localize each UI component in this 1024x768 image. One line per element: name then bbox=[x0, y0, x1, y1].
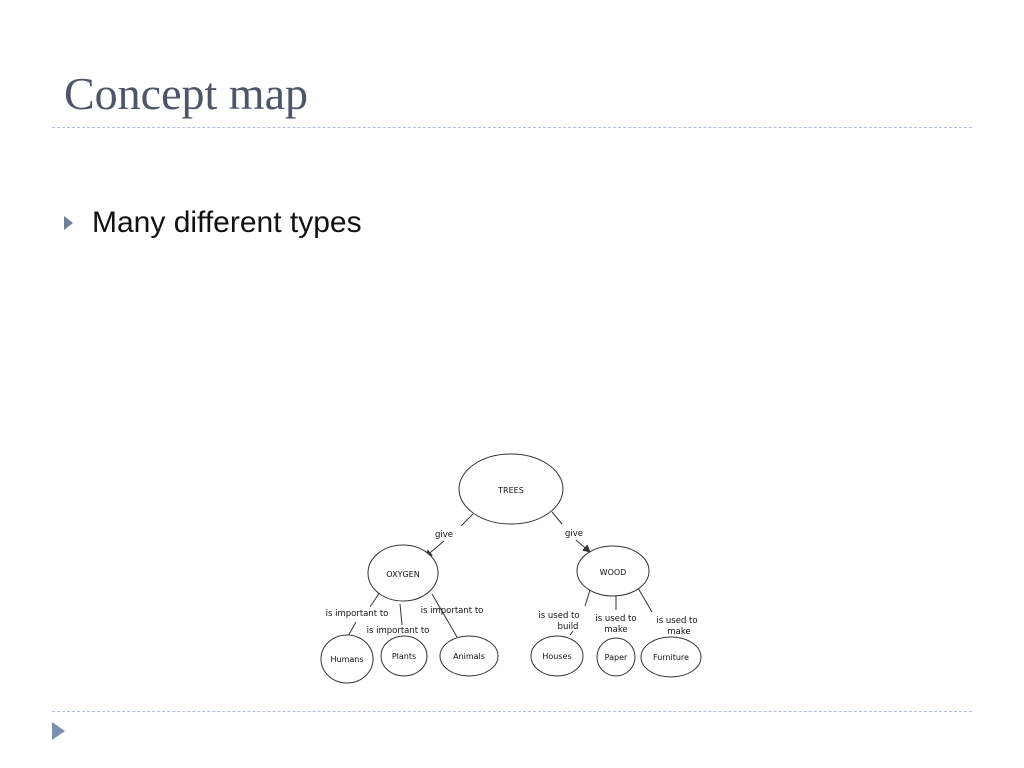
node-plants-label: Plants bbox=[392, 652, 416, 661]
node-paper-label: Paper bbox=[605, 653, 628, 662]
node-oxygen-label: OXYGEN bbox=[386, 570, 419, 579]
node-trees bbox=[458, 453, 564, 525]
edge-wood-houses-upper bbox=[584, 589, 591, 607]
node-plants bbox=[380, 635, 428, 677]
link-label-wood-houses-line2: build bbox=[558, 622, 579, 632]
link-label-wood-houses-line1: is used to bbox=[538, 611, 579, 621]
link-label-wood-paper-line2: make bbox=[604, 625, 627, 635]
edge-oxygen-animals bbox=[431, 593, 458, 638]
node-humans bbox=[320, 634, 374, 684]
slide-title: Concept map bbox=[64, 68, 308, 119]
edge-trees-wood-lower bbox=[575, 539, 591, 553]
node-houses bbox=[530, 635, 584, 677]
edge-trees-oxygen-upper bbox=[460, 513, 474, 527]
link-label-wood-furniture-line2: make bbox=[667, 627, 690, 637]
edge-wood-furniture bbox=[637, 587, 653, 613]
concept-map-diagram: TREES OXYGEN WOOD Humans Plants Animals … bbox=[300, 440, 720, 690]
node-houses-label: Houses bbox=[542, 652, 571, 661]
node-furniture-label: Furniture bbox=[653, 653, 689, 662]
link-label-trees-wood: give bbox=[565, 529, 583, 539]
link-label-wood-paper-line1: is used to bbox=[595, 614, 636, 624]
link-label-trees-oxygen: give bbox=[435, 530, 453, 540]
node-furniture bbox=[640, 636, 702, 678]
node-trees-label: TREES bbox=[497, 486, 524, 495]
node-animals bbox=[439, 635, 499, 677]
title-divider bbox=[52, 127, 972, 128]
concept-map-svg: TREES OXYGEN WOOD Humans Plants Animals … bbox=[320, 453, 702, 684]
link-label-oxygen-animals: is important to bbox=[421, 606, 484, 616]
node-wood-label: WOOD bbox=[600, 568, 627, 577]
link-label-wood-furniture-line1: is used to bbox=[656, 616, 697, 626]
bullet-arrow-icon bbox=[64, 216, 73, 230]
node-animals-label: Animals bbox=[453, 652, 485, 661]
footer-divider bbox=[52, 711, 972, 712]
link-label-oxygen-plants: is important to bbox=[367, 626, 430, 636]
link-label-oxygen-humans: is important to bbox=[326, 609, 389, 619]
edge-oxygen-humans-upper bbox=[369, 591, 381, 608]
edge-trees-wood-upper bbox=[551, 511, 563, 525]
edge-oxygen-plants-upper bbox=[399, 603, 403, 626]
slide-corner-arrow-icon bbox=[52, 722, 65, 740]
edge-wood-houses-lower bbox=[569, 630, 574, 636]
node-paper bbox=[596, 637, 636, 677]
node-wood bbox=[576, 545, 650, 597]
node-oxygen bbox=[367, 544, 439, 602]
bullet-text: Many different types bbox=[92, 206, 362, 239]
node-humans-label: Humans bbox=[330, 655, 363, 664]
